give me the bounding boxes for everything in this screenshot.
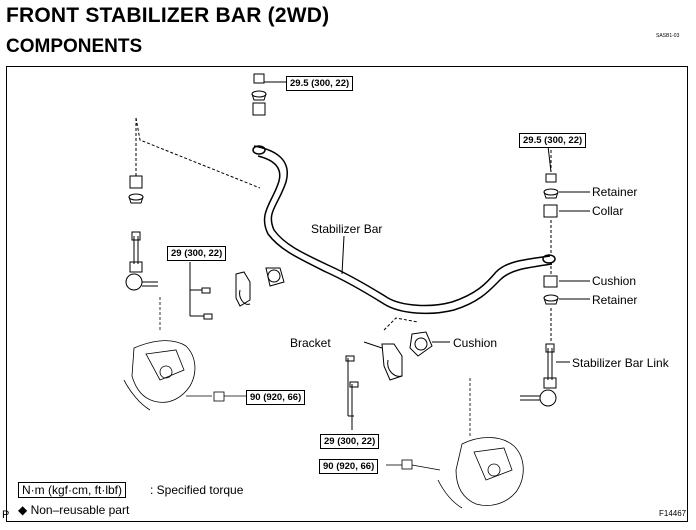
diagram-frame [6,66,688,522]
torque-label-left-bracket: 29 (300, 22) [167,246,227,261]
torque-label-left-knuckle: 90 (920, 66) [246,390,306,405]
label-cushion-center: Cushion [453,336,498,350]
label-retainer-bottom: Retainer [592,293,638,307]
left-top-hardware [251,73,286,116]
torque-label-right-knuckle: 90 (920, 66) [319,459,379,474]
torque-label-center-bracket: 29 (300, 22) [320,434,380,449]
label-collar: Collar [592,204,624,218]
left-link-hardware [125,117,261,291]
torque-label-right-nut: 29.5 (300, 22) [519,133,587,148]
legend-nonreusable: ◆ Non–reusable part [18,503,130,517]
doc-code: SASB1-03 [656,33,680,39]
page-title: FRONT STABILIZER BAR (2WD) [6,4,330,27]
label-retainer-top: Retainer [592,185,638,199]
legend-unit-desc: : Specified torque [150,483,244,497]
right-hardware [520,150,590,407]
label-bracket: Bracket [290,336,331,350]
label-stabilizer-bar-link: Stabilizer Bar Link [572,356,669,370]
center-bracket-hardware [345,317,450,430]
label-stabilizer-bar: Stabilizer Bar [311,222,383,236]
left-knuckle-sketch [123,296,246,411]
right-torque-leader [547,145,552,173]
legend-unit-box: N·m (kgf·cm, ft·lbf) [18,482,126,498]
page-marker: P [2,509,10,521]
label-cushion-right: Cushion [592,274,637,288]
stabilizer-bar-shape [252,145,556,315]
section-title: COMPONENTS [6,36,143,57]
torque-label-top-nut: 29.5 (300, 22) [286,76,354,91]
right-knuckle-sketch [386,378,524,509]
left-bracket-hardware [189,262,285,320]
stabilizer-bar-leader [341,235,345,275]
figure-id: F14467 [659,509,687,518]
